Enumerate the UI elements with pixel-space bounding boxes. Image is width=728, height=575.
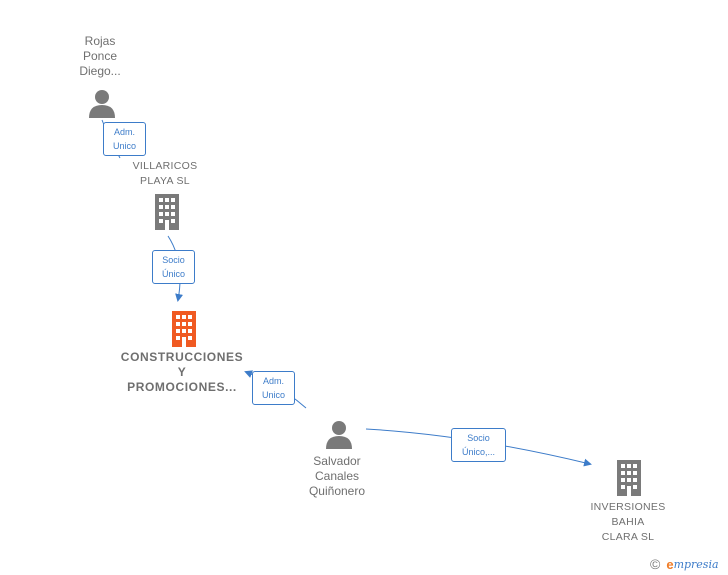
node-label-salvador[interactable]: Salvador Canales Quiñonero (309, 454, 365, 499)
relation-badge-adm-unico[interactable]: Adm. Unico (252, 371, 295, 405)
node-label-line: VILLARICOS (132, 160, 198, 172)
node-label-line: PLAYA SL (140, 175, 190, 187)
node-label-inversiones[interactable]: INVERSIONES BAHIA CLARA SL (590, 500, 665, 545)
relation-line: Único (161, 269, 185, 279)
relation-line: Adm. (262, 376, 284, 386)
relation-badge-adm-unico[interactable]: Adm. Unico (103, 122, 146, 156)
footer-brand: © e mpresia (650, 555, 719, 573)
relation-badge-socio-unico[interactable]: Socio Único,... (451, 428, 506, 462)
node-label-line: Salvador (313, 454, 361, 468)
relation-line: Adm. (113, 127, 135, 137)
building-icon[interactable] (153, 194, 181, 230)
node-label-rojas[interactable]: Rojas Ponce Diego... (79, 34, 120, 79)
node-label-construcciones[interactable]: CONSTRUCCIONES Y PROMOCIONES... (121, 350, 243, 395)
node-label-villaricos[interactable]: VILLARICOS PLAYA SL (133, 159, 198, 189)
relation-badge-socio-unico[interactable]: Socio Único (152, 250, 195, 284)
building-icon-focus[interactable] (170, 311, 198, 347)
person-icon[interactable] (87, 88, 117, 118)
building-icon[interactable] (615, 460, 643, 496)
brand-logo-text: mpresia (673, 557, 719, 571)
node-label-line: INVERSIONES (590, 501, 666, 513)
relation-line: Unico (112, 141, 136, 151)
node-label-line: Y (177, 365, 187, 379)
node-label-line: Diego... (79, 64, 121, 78)
relation-line: Único,... (461, 447, 495, 457)
node-label-line: BAHIA (611, 516, 645, 528)
node-label-line: CLARA SL (601, 531, 655, 543)
brand-logo-initial: e (666, 556, 674, 572)
node-label-line: CONSTRUCCIONES (120, 350, 244, 364)
node-label-line: Canales (314, 469, 360, 483)
node-label-line: PROMOCIONES... (127, 380, 237, 394)
person-icon[interactable] (324, 419, 354, 449)
node-label-line: Quiñonero (308, 484, 366, 498)
copyright-symbol: © (650, 556, 661, 572)
relation-line: Socio (162, 255, 185, 265)
relation-line: Socio (467, 433, 490, 443)
node-label-line: Ponce (82, 49, 118, 63)
node-label-line: Rojas (84, 34, 116, 48)
relation-line: Unico (261, 390, 285, 400)
